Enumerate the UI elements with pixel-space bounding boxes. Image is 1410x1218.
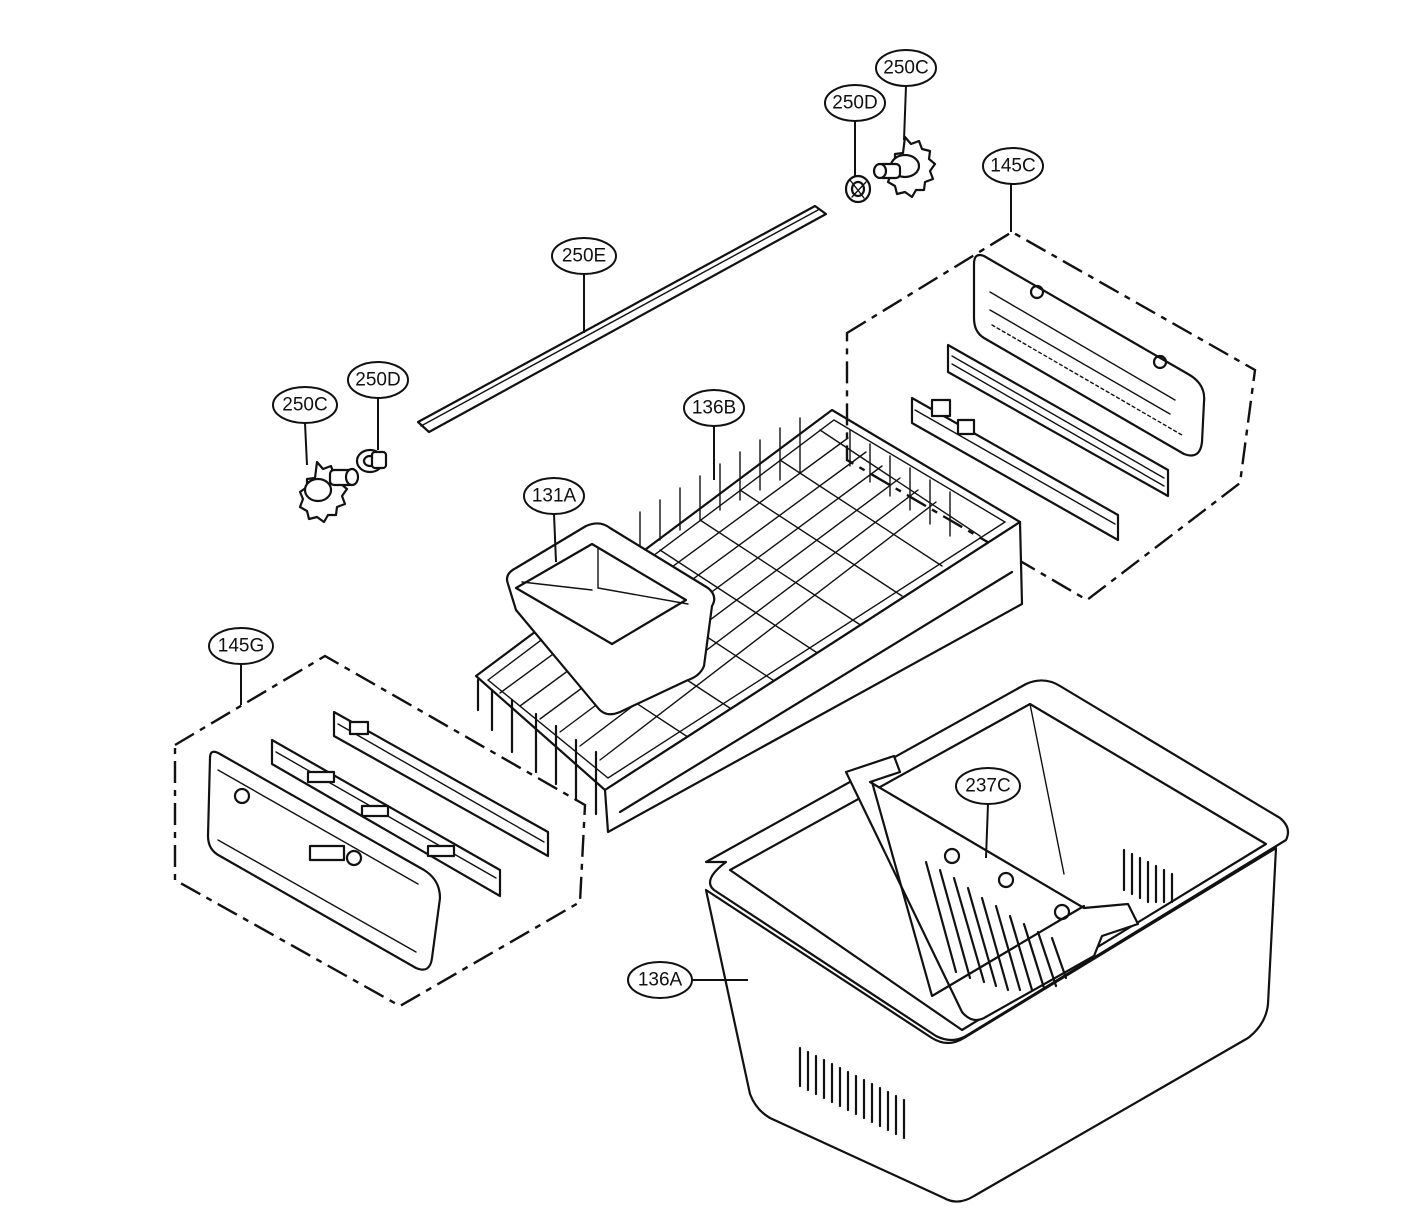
label-text-145c: 145C bbox=[990, 156, 1035, 177]
label-250c-top: 250C bbox=[875, 49, 937, 87]
label-text-237c: 237C bbox=[965, 776, 1010, 797]
label-text-145g: 145G bbox=[218, 636, 264, 657]
label-text-250e: 250E bbox=[562, 246, 606, 267]
bushing-250d-left bbox=[355, 448, 388, 474]
label-136a: 136A bbox=[627, 961, 693, 999]
label-250e: 250E bbox=[551, 237, 617, 275]
slide-assembly-145g bbox=[173, 654, 587, 1008]
label-text-136b: 136B bbox=[692, 398, 736, 419]
label-237c: 237C bbox=[955, 767, 1021, 805]
small-bin-131a bbox=[505, 522, 716, 716]
label-145g: 145G bbox=[208, 627, 274, 665]
gear-250c-top bbox=[872, 135, 937, 199]
label-131a: 131A bbox=[523, 477, 585, 515]
label-145c: 145C bbox=[982, 147, 1044, 185]
label-250d-top: 250D bbox=[824, 84, 886, 122]
label-text-250c-left: 250C bbox=[282, 395, 327, 416]
label-136b: 136B bbox=[683, 389, 745, 427]
label-text-250c-top: 250C bbox=[883, 58, 928, 79]
divider-237c bbox=[844, 754, 1140, 1022]
label-250d-left: 250D bbox=[347, 361, 409, 399]
leader-lines bbox=[240, 85, 1012, 981]
label-text-250d-top: 250D bbox=[832, 93, 877, 114]
label-text-131a: 131A bbox=[532, 486, 577, 507]
bushing-250d-top bbox=[844, 174, 872, 204]
slide-assembly-145c bbox=[845, 230, 1257, 602]
label-text-136a: 136A bbox=[638, 970, 683, 991]
rail-bar-250e bbox=[416, 204, 828, 434]
gear-250c-left bbox=[298, 460, 360, 524]
label-250c-left: 250C bbox=[272, 386, 338, 424]
label-text-250d-left: 250D bbox=[355, 370, 400, 391]
